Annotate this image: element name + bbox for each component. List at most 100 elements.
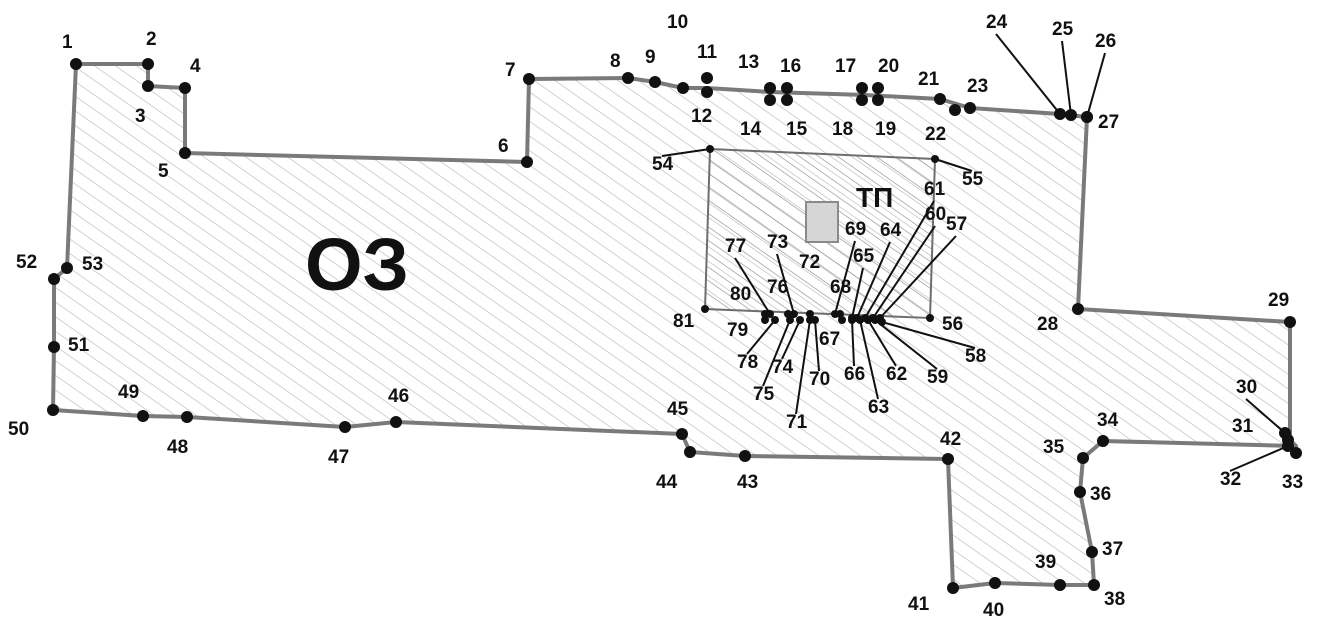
outer-label-11: 11 <box>697 42 718 63</box>
outer-vertex-42 <box>942 453 954 465</box>
outer-label-22: 22 <box>925 124 946 145</box>
outer-label-12: 12 <box>691 106 712 127</box>
outer-vertex-35 <box>1077 452 1089 464</box>
outer-label-29: 29 <box>1268 290 1289 311</box>
outer-vertex-16 <box>781 82 793 94</box>
inner-vertex-81 <box>701 305 709 313</box>
substation-box <box>805 201 839 243</box>
inner-leader-73 <box>776 253 795 315</box>
inner-label-72: 72 <box>799 252 820 273</box>
inner-vertex-80 <box>761 310 769 318</box>
outer-label-51: 51 <box>68 335 90 356</box>
outer-vertex-20 <box>872 82 884 94</box>
inner-leader-63 <box>859 319 879 400</box>
outer-vertex-28 <box>1072 303 1084 315</box>
outer-label-30: 30 <box>1236 377 1257 398</box>
outer-label-6: 6 <box>498 136 509 157</box>
outer-vertex-40 <box>989 577 1001 589</box>
outer-vertex-43 <box>739 450 751 462</box>
outer-vertex-33 <box>1290 447 1302 459</box>
outer-vertex-15 <box>781 94 793 106</box>
outer-label-35: 35 <box>1043 437 1065 458</box>
outer-vertex-29 <box>1284 316 1296 328</box>
outer-vertex-10 <box>677 82 689 94</box>
outer-vertex-9 <box>649 76 661 88</box>
outer-leader-32 <box>1229 445 1289 472</box>
outer-label-4: 4 <box>190 56 201 77</box>
outer-label-7: 7 <box>505 60 516 81</box>
outer-label-33: 33 <box>1282 472 1303 493</box>
outer-vertex-47 <box>339 421 351 433</box>
outer-vertex-19 <box>872 94 884 106</box>
inner-label-61: 61 <box>924 179 946 200</box>
inner-label-70: 70 <box>809 369 830 390</box>
inner-label-57: 57 <box>946 214 967 235</box>
outer-label-43: 43 <box>737 472 758 493</box>
outer-label-48: 48 <box>167 437 188 458</box>
outer-label-5: 5 <box>158 161 169 182</box>
inner-label-63: 63 <box>868 397 889 418</box>
inner-label-55: 55 <box>962 169 984 190</box>
outer-vertex-41 <box>947 582 959 594</box>
inner-leader-74 <box>781 319 801 360</box>
outer-label-36: 36 <box>1090 484 1111 505</box>
outer-label-49: 49 <box>118 382 139 403</box>
outer-vertex-46 <box>390 416 402 428</box>
inner-label-68: 68 <box>830 277 851 298</box>
inner-label-78: 78 <box>737 352 758 373</box>
outer-label-24: 24 <box>986 12 1008 33</box>
inner-label-59: 59 <box>927 367 948 388</box>
inner-label-74: 74 <box>772 357 794 378</box>
outer-vertex-22 <box>949 104 961 116</box>
outer-vertex-39 <box>1054 579 1066 591</box>
outer-label-41: 41 <box>908 594 930 615</box>
inner-leader-54 <box>661 148 711 157</box>
inner-leader-55 <box>934 158 973 172</box>
outer-vertex-5 <box>179 147 191 159</box>
outer-label-1: 1 <box>62 32 73 53</box>
outer-vertex-37 <box>1086 546 1098 558</box>
outer-label-25: 25 <box>1052 19 1074 40</box>
outer-label-31: 31 <box>1232 416 1254 437</box>
outer-label-16: 16 <box>780 56 801 77</box>
outer-vertex-14 <box>764 94 776 106</box>
outer-label-14: 14 <box>740 119 762 140</box>
outer-label-50: 50 <box>8 419 29 440</box>
outer-label-26: 26 <box>1095 31 1116 52</box>
outer-label-27: 27 <box>1098 112 1119 133</box>
inner-leader-61 <box>864 200 935 319</box>
inner-label-56: 56 <box>942 314 963 335</box>
outer-leader-30 <box>1245 398 1286 434</box>
outer-vertex-3 <box>142 80 154 92</box>
outer-label-17: 17 <box>835 56 856 77</box>
inner-label-73: 73 <box>767 232 788 253</box>
inner-label-69: 69 <box>845 219 866 240</box>
inner-leader-59 <box>874 319 938 370</box>
outer-label-21: 21 <box>918 69 940 90</box>
outer-label-46: 46 <box>388 386 409 407</box>
outer-vertex-48 <box>181 411 193 423</box>
outer-label-44: 44 <box>656 472 678 493</box>
inner-leader-71 <box>795 319 811 415</box>
inner-leader-58 <box>881 321 976 349</box>
outer-label-18: 18 <box>832 119 853 140</box>
outer-label-47: 47 <box>328 447 349 468</box>
outer-vertex-44 <box>684 446 696 458</box>
outer-label-8: 8 <box>610 51 621 72</box>
outer-label-3: 3 <box>135 106 146 127</box>
inner-leader-77 <box>734 257 771 315</box>
outer-leader-24 <box>995 33 1061 115</box>
outer-label-19: 19 <box>875 119 896 140</box>
outer-vertex-4 <box>179 82 191 94</box>
outer-vertex-2 <box>142 58 154 70</box>
inner-label-58: 58 <box>965 346 986 367</box>
outer-vertex-23 <box>964 102 976 114</box>
inner-label-81: 81 <box>673 311 695 332</box>
inner-vertex-76 <box>784 310 792 318</box>
inner-label-71: 71 <box>786 412 808 433</box>
inner-label-77: 77 <box>725 236 746 257</box>
inner-leader-65 <box>851 267 864 319</box>
outer-label-9: 9 <box>645 47 656 68</box>
outer-vertex-13 <box>764 82 776 94</box>
